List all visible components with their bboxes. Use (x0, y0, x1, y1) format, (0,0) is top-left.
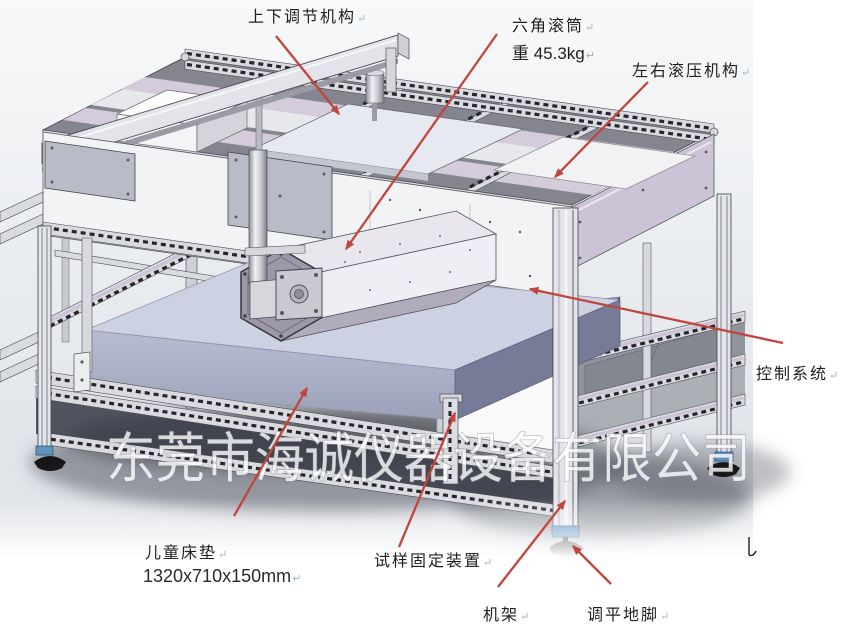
label-mattress-text: 儿童床垫 (145, 545, 218, 562)
arrow-hex-roller (345, 33, 498, 251)
leveling-clamp-front-left (35, 445, 54, 456)
label-specimen-fixture: 试样固定装置↵ (374, 547, 492, 571)
plate-screws (50, 146, 326, 234)
label-leveling-feet: 调平地脚↵ (587, 601, 669, 625)
label-machine-frame: 机架↵ (483, 601, 529, 625)
label-mattress: 儿童床垫↵ (145, 539, 227, 563)
arrow-adjust-mechanism (275, 35, 340, 116)
label-mattress-dimensions-text: 1320x710x150mm (143, 566, 292, 586)
hexagonal-roller (240, 149, 498, 342)
front-left-leg (34, 225, 66, 471)
paragraph-mark: ↵ (483, 557, 493, 569)
label-lr-rolling: 左右滚压机构↵ (632, 57, 750, 81)
label-control-system-text: 控制系统 (756, 366, 829, 383)
pneumatic-cylinder (365, 69, 385, 121)
mount-plate-left (44, 140, 136, 202)
specimen-fixture-bracket-left (73, 351, 91, 393)
lr-rolling-plate (492, 136, 697, 190)
label-machine-frame-text: 机架 (483, 607, 520, 624)
watermark-text: 东莞市海诚仪器设备有限公司 (106, 429, 751, 489)
background-fade (0, 498, 753, 558)
paragraph-mark: ↵ (585, 22, 595, 34)
label-hex-roller-text: 六角滚筒 (512, 18, 585, 35)
leveling-foot-front-left (34, 456, 66, 471)
arrow-specimen-fixture (397, 411, 457, 548)
paragraph-mark: ↵ (741, 67, 751, 79)
paragraph-mark: ↵ (357, 13, 367, 25)
label-adjust-mechanism: 上下调节机构↵ (248, 3, 366, 27)
label-hex-roller-line2: 重 45.3kg↵ (512, 39, 595, 64)
label-roller-weight-text: 重 45.3kg (512, 44, 585, 63)
leveling-clamp-back-right (714, 451, 734, 462)
label-hex-roller-line1: 六角滚筒↵ (512, 12, 594, 36)
bearing-plate (275, 267, 323, 321)
label-specimen-fixture-text: 试样固定装置 (374, 553, 483, 570)
arrow-machine-frame (497, 499, 566, 588)
gantry-beam (41, 32, 410, 189)
arrow-mattress (233, 386, 308, 517)
barrel-bolts (343, 234, 472, 292)
leveling-foot-back-right (707, 462, 740, 477)
label-adjust-mechanism-text: 上下调节机构 (248, 9, 357, 26)
paragraph-mark: ↵ (292, 573, 302, 585)
gantry-assembly (41, 32, 525, 189)
paragraph-mark: ↵ (829, 370, 839, 382)
label-control-system: 控制系统↵ (756, 360, 838, 384)
arrow-leveling-feet (571, 544, 612, 585)
callout-arrows (233, 33, 784, 588)
paragraph-mark: ↵ (520, 611, 530, 623)
paragraph-mark: ↵ (660, 611, 670, 623)
text-cursor-mark (748, 537, 757, 557)
lower-frame (34, 207, 584, 557)
label-lr-rolling-text: 左右滚压机构 (632, 63, 741, 80)
arrow-control-system (528, 286, 784, 345)
label-leveling-feet-text: 调平地脚 (587, 607, 660, 624)
right-mid-post (642, 242, 652, 453)
right-end-frame (576, 193, 746, 477)
label-mattress-dimensions: 1320x710x150mm↵ (143, 566, 301, 587)
paragraph-mark: ↵ (585, 50, 595, 62)
paragraph-mark: ↵ (218, 549, 228, 561)
roller-column (248, 149, 268, 285)
front-mid-post (81, 237, 93, 373)
arrow-lr-rolling (553, 81, 649, 179)
back-right-leg (716, 193, 732, 461)
